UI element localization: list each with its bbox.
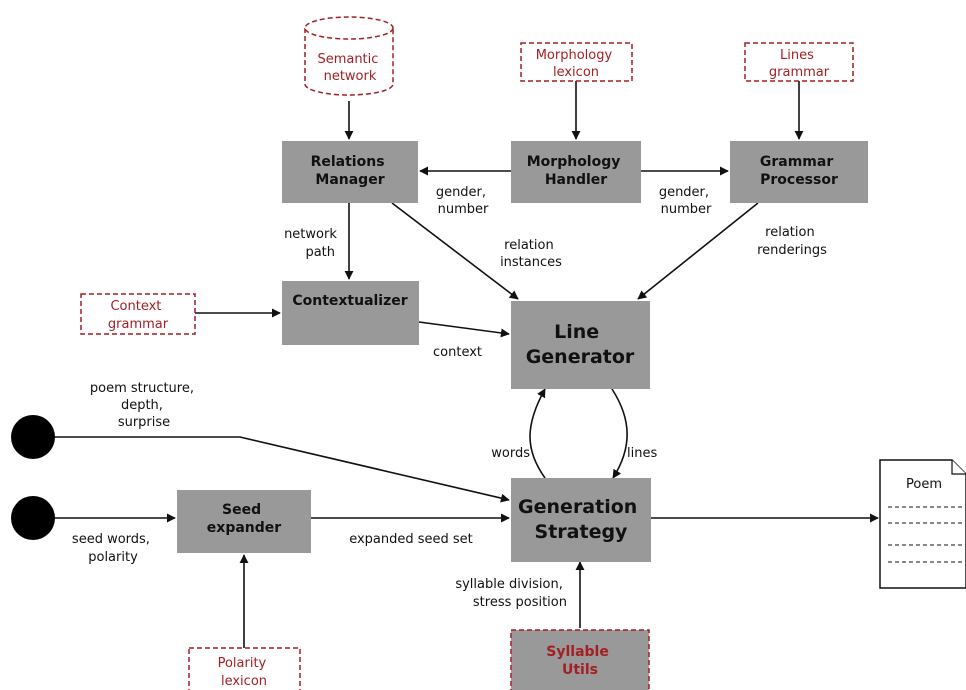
words-label: words bbox=[491, 446, 530, 461]
seed-expander-label-1: Seed bbox=[222, 502, 261, 518]
seed-input-node bbox=[11, 496, 55, 540]
syllable-utils-label-2: Utils bbox=[562, 662, 598, 678]
edges bbox=[54, 81, 879, 648]
morphology-lexicon-label-1: Morphology bbox=[536, 48, 613, 63]
relation-renderings-label: relation renderings bbox=[757, 225, 827, 258]
grammar-processor-label-1: Grammar bbox=[760, 154, 833, 170]
network-path-label: network path bbox=[284, 227, 341, 260]
edge-line-generator-to-generation-strategy-lines bbox=[611, 388, 628, 479]
context-label: context bbox=[433, 345, 482, 360]
lines-grammar-label-1: Lines bbox=[780, 48, 814, 63]
relations-manager-label-1: Relations bbox=[311, 154, 385, 170]
lines-grammar-label-2: grammar bbox=[769, 65, 830, 80]
svg-text:Polarity lexicon: Polarity lexicon bbox=[218, 656, 271, 689]
seed-words-label: seed words, polarity bbox=[72, 532, 154, 565]
edge-contextualizer-to-line-generator bbox=[418, 321, 510, 338]
morphology-handler-box: Morphology Handler bbox=[511, 141, 641, 203]
svg-text:Syllable Utils: Syllable Utils bbox=[546, 644, 613, 678]
edge-relations-manager-to-line-generator bbox=[391, 202, 519, 300]
generation-strategy-box: Generation Strategy bbox=[511, 478, 651, 562]
grammar-processor-label-2: Processor bbox=[760, 172, 838, 188]
context-grammar-label-2: grammar bbox=[108, 317, 169, 332]
edge-grammar-processor-to-line-generator bbox=[637, 202, 759, 300]
morphology-lexicon-label-2: lexicon bbox=[553, 65, 599, 80]
context-grammar-label-1: Context bbox=[110, 299, 161, 314]
relation-instances-label: relation instances bbox=[500, 238, 562, 270]
line-generator-label-2: Generator bbox=[526, 346, 635, 368]
poem-title: Poem bbox=[906, 477, 942, 492]
svg-text:Grammar Processor: Grammar Processor bbox=[760, 154, 838, 188]
expanded-seed-set-label: expanded seed set bbox=[349, 532, 473, 547]
svg-text:Lines grammar: Lines grammar bbox=[769, 48, 830, 80]
line-generator-box: Line Generator bbox=[511, 301, 650, 389]
semantic-network-label-2: network bbox=[324, 69, 377, 84]
generation-strategy-label-1: Generation bbox=[518, 496, 637, 518]
generation-strategy-label-2: Strategy bbox=[535, 521, 629, 543]
poem-structure-label: poem structure, depth, surprise bbox=[90, 381, 198, 430]
polarity-lexicon-label-2: lexicon bbox=[221, 674, 267, 689]
line-generator-label-1: Line bbox=[554, 321, 599, 343]
semantic-network-label-1: Semantic bbox=[317, 52, 378, 67]
polarity-lexicon-label-1: Polarity bbox=[218, 656, 267, 671]
svg-text:Generation Strategy: Generation Strategy bbox=[518, 496, 644, 543]
gender-number-left-label: gender, number bbox=[436, 185, 490, 217]
semantic-network-resource: Semantic network bbox=[304, 16, 394, 96]
seed-expander-label-2: expander bbox=[207, 520, 281, 536]
syllable-utils-box: Syllable Utils bbox=[510, 629, 650, 690]
svg-text:Line Generator: Line Generator bbox=[526, 321, 635, 368]
svg-text:Relations Manager: Relations Manager bbox=[311, 154, 390, 188]
structure-input-node bbox=[11, 415, 55, 459]
svg-text:Contextualizer: Contextualizer bbox=[292, 293, 407, 309]
svg-text:Semantic network: Semantic network bbox=[317, 52, 382, 84]
svg-text:Morphology lexicon: Morphology lexicon bbox=[536, 48, 617, 80]
morphology-lexicon-resource: Morphology lexicon bbox=[520, 42, 633, 82]
gender-number-right-label: gender, number bbox=[659, 185, 713, 217]
lines-label: lines bbox=[627, 446, 657, 461]
seed-expander-box: Seed expander bbox=[177, 490, 311, 553]
grammar-processor-box: Grammar Processor bbox=[730, 141, 868, 203]
polarity-lexicon-resource: Polarity lexicon bbox=[188, 647, 301, 690]
contextualizer-box: Contextualizer bbox=[282, 281, 419, 345]
svg-text:Context grammar: Context grammar bbox=[108, 299, 169, 332]
context-grammar-resource: Context grammar bbox=[80, 293, 196, 335]
svg-text:Morphology Handler: Morphology Handler bbox=[527, 154, 626, 188]
syllable-utils-label-1: Syllable bbox=[546, 644, 609, 660]
svg-text:Seed expander: Seed expander bbox=[207, 502, 281, 536]
poem-document: Poem bbox=[879, 459, 966, 589]
contextualizer-label: Contextualizer bbox=[292, 293, 407, 309]
syllable-division-label: syllable division, stress position bbox=[455, 577, 567, 610]
relations-manager-box: Relations Manager bbox=[282, 141, 418, 203]
lines-grammar-resource: Lines grammar bbox=[744, 42, 854, 82]
morphology-handler-label-1: Morphology bbox=[527, 154, 621, 170]
edge-structure-input-to-generation-strategy bbox=[54, 436, 510, 503]
relations-manager-label-2: Manager bbox=[315, 172, 384, 188]
morphology-handler-label-2: Handler bbox=[545, 172, 607, 188]
edge-generation-strategy-to-line-generator-words bbox=[529, 388, 546, 479]
